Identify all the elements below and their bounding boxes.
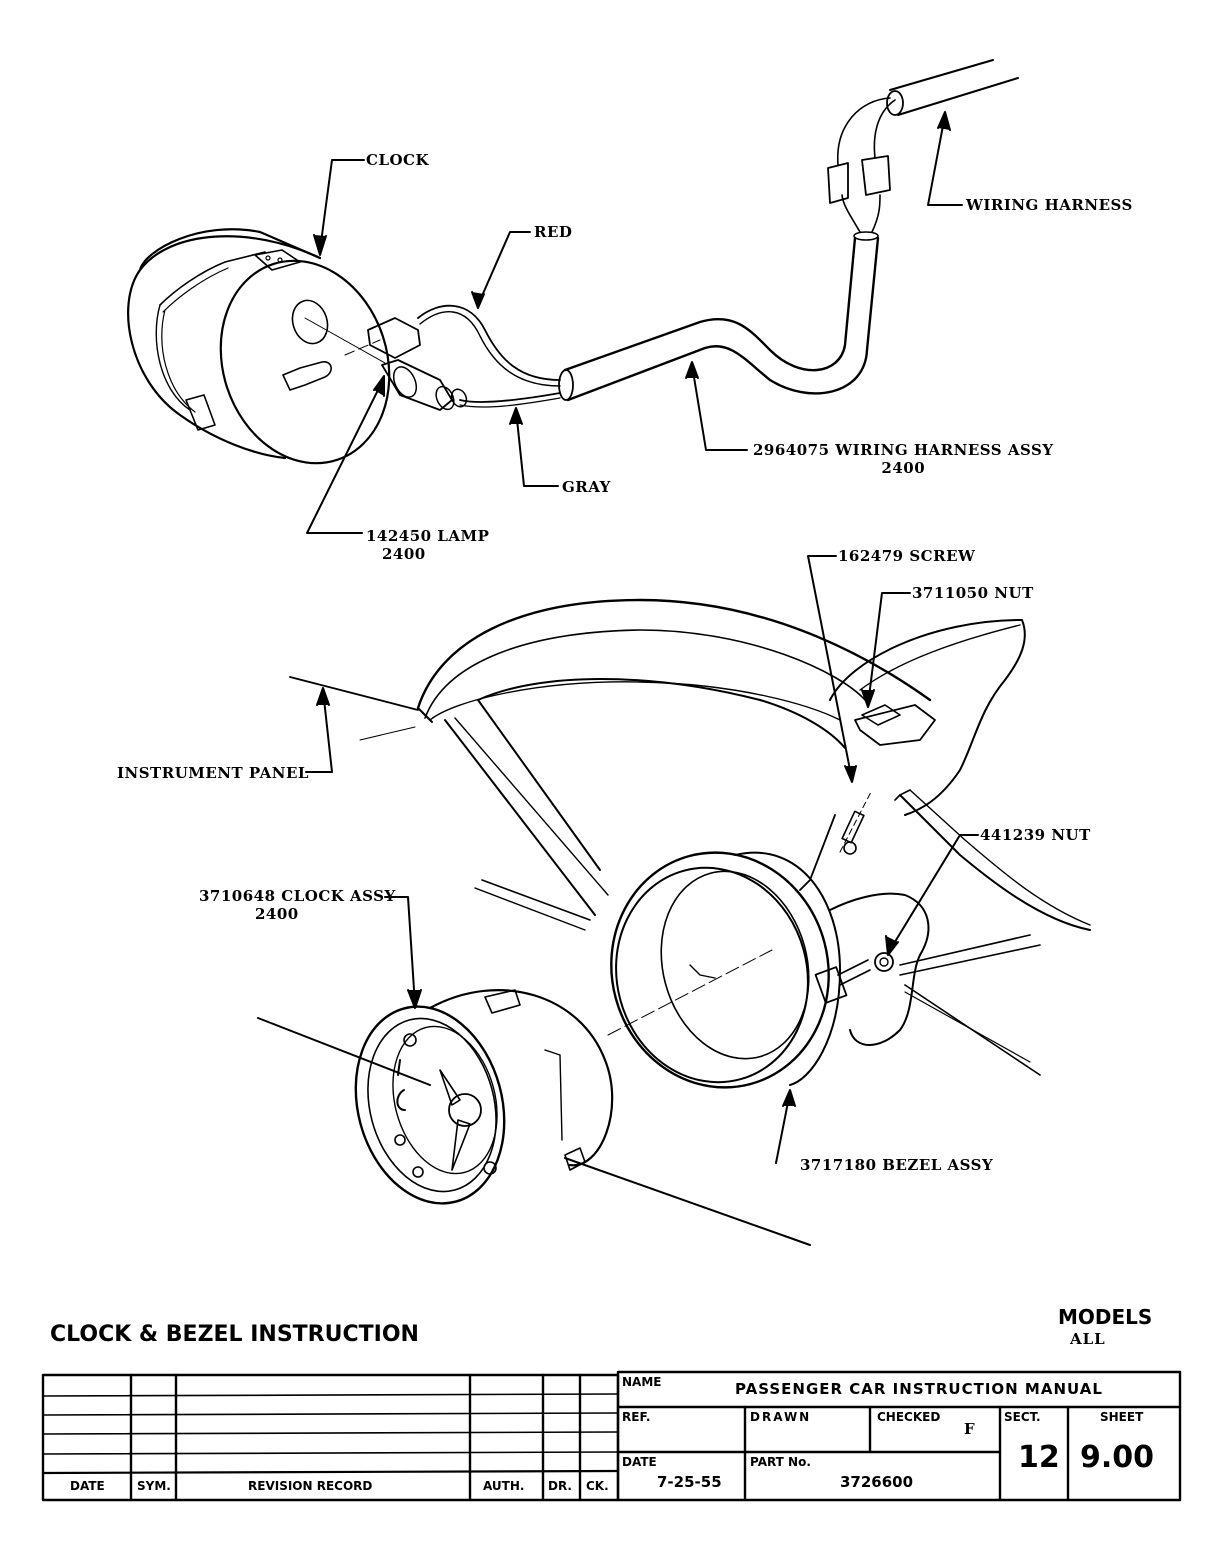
callout-clock: CLOCK xyxy=(366,151,430,169)
title-block-grid xyxy=(41,1370,1182,1502)
drawn-label: DRAWN xyxy=(750,1410,812,1424)
callout-wiring-harness: WIRING HARNESS xyxy=(966,196,1133,214)
models-value: ALL xyxy=(1070,1330,1106,1348)
callout-instrument-panel: INSTRUMENT PANEL xyxy=(117,764,309,782)
clock-assy-group: 2400 xyxy=(255,905,299,923)
wiring-harness-assy-label: 2964075 WIRING HARNESS ASSY xyxy=(753,441,1054,459)
name-label: NAME xyxy=(622,1375,662,1389)
checked-value: F xyxy=(964,1420,975,1438)
callout-red-wire: RED xyxy=(534,223,573,241)
date-label: DATE xyxy=(622,1455,657,1469)
checked-label: CHECKED xyxy=(877,1410,941,1424)
part-no-value: 3726600 xyxy=(840,1473,914,1491)
callout-wiring-harness-assy: 2964075 WIRING HARNESS ASSY 2400 xyxy=(753,441,1054,477)
rev-header-sym: SYM. xyxy=(137,1479,171,1493)
rev-header-revision-record: REVISION RECORD xyxy=(248,1479,373,1493)
bezel-illustration xyxy=(607,851,841,1089)
callout-gray-wire: GRAY xyxy=(562,478,611,496)
sheet-label: SHEET xyxy=(1100,1410,1144,1424)
clock-assy-illustration xyxy=(257,989,811,1246)
lamp-group: 2400 xyxy=(382,545,426,563)
clock-rear-illustration xyxy=(127,228,468,465)
callout-bezel-assy: 3717180 BEZEL ASSY xyxy=(800,1156,994,1174)
date-value: 7-25-55 xyxy=(657,1473,722,1491)
sect-value: 12 xyxy=(1018,1440,1060,1475)
callout-screw: 162479 SCREW xyxy=(838,547,976,565)
rev-header-auth: AUTH. xyxy=(483,1479,525,1493)
leader-lines-top xyxy=(306,111,963,534)
rev-header-date: DATE xyxy=(70,1479,105,1493)
callout-nut-lower: 441239 NUT xyxy=(980,826,1091,844)
callout-nut-upper: 3711050 NUT xyxy=(912,584,1034,602)
lamp-label: 142450 LAMP xyxy=(366,527,490,545)
sheet-value: 9.00 xyxy=(1080,1440,1155,1475)
wiring-harness-illustration xyxy=(417,59,1019,408)
part-no-label: PART No. xyxy=(750,1455,811,1469)
document-title: CLOCK & BEZEL INSTRUCTION xyxy=(50,1322,419,1347)
leader-lines-bottom xyxy=(305,555,979,1164)
name-value: PASSENGER CAR INSTRUCTION MANUAL xyxy=(735,1380,1103,1398)
rev-header-dr: DR. xyxy=(548,1479,572,1493)
rev-header-ck: CK. xyxy=(586,1479,609,1493)
wiring-harness-assy-group: 2400 xyxy=(881,459,926,477)
callout-lamp: 142450 LAMP 2400 xyxy=(366,527,489,563)
callout-clock-assy: 3710648 CLOCK ASSY 2400 xyxy=(199,887,396,923)
models-label: MODELS xyxy=(1058,1305,1153,1329)
ref-label: REF. xyxy=(622,1410,651,1424)
clock-assy-label: 3710648 CLOCK ASSY xyxy=(199,887,396,905)
instrument-panel-illustration xyxy=(289,598,1091,1076)
sect-label: SECT. xyxy=(1004,1410,1041,1424)
